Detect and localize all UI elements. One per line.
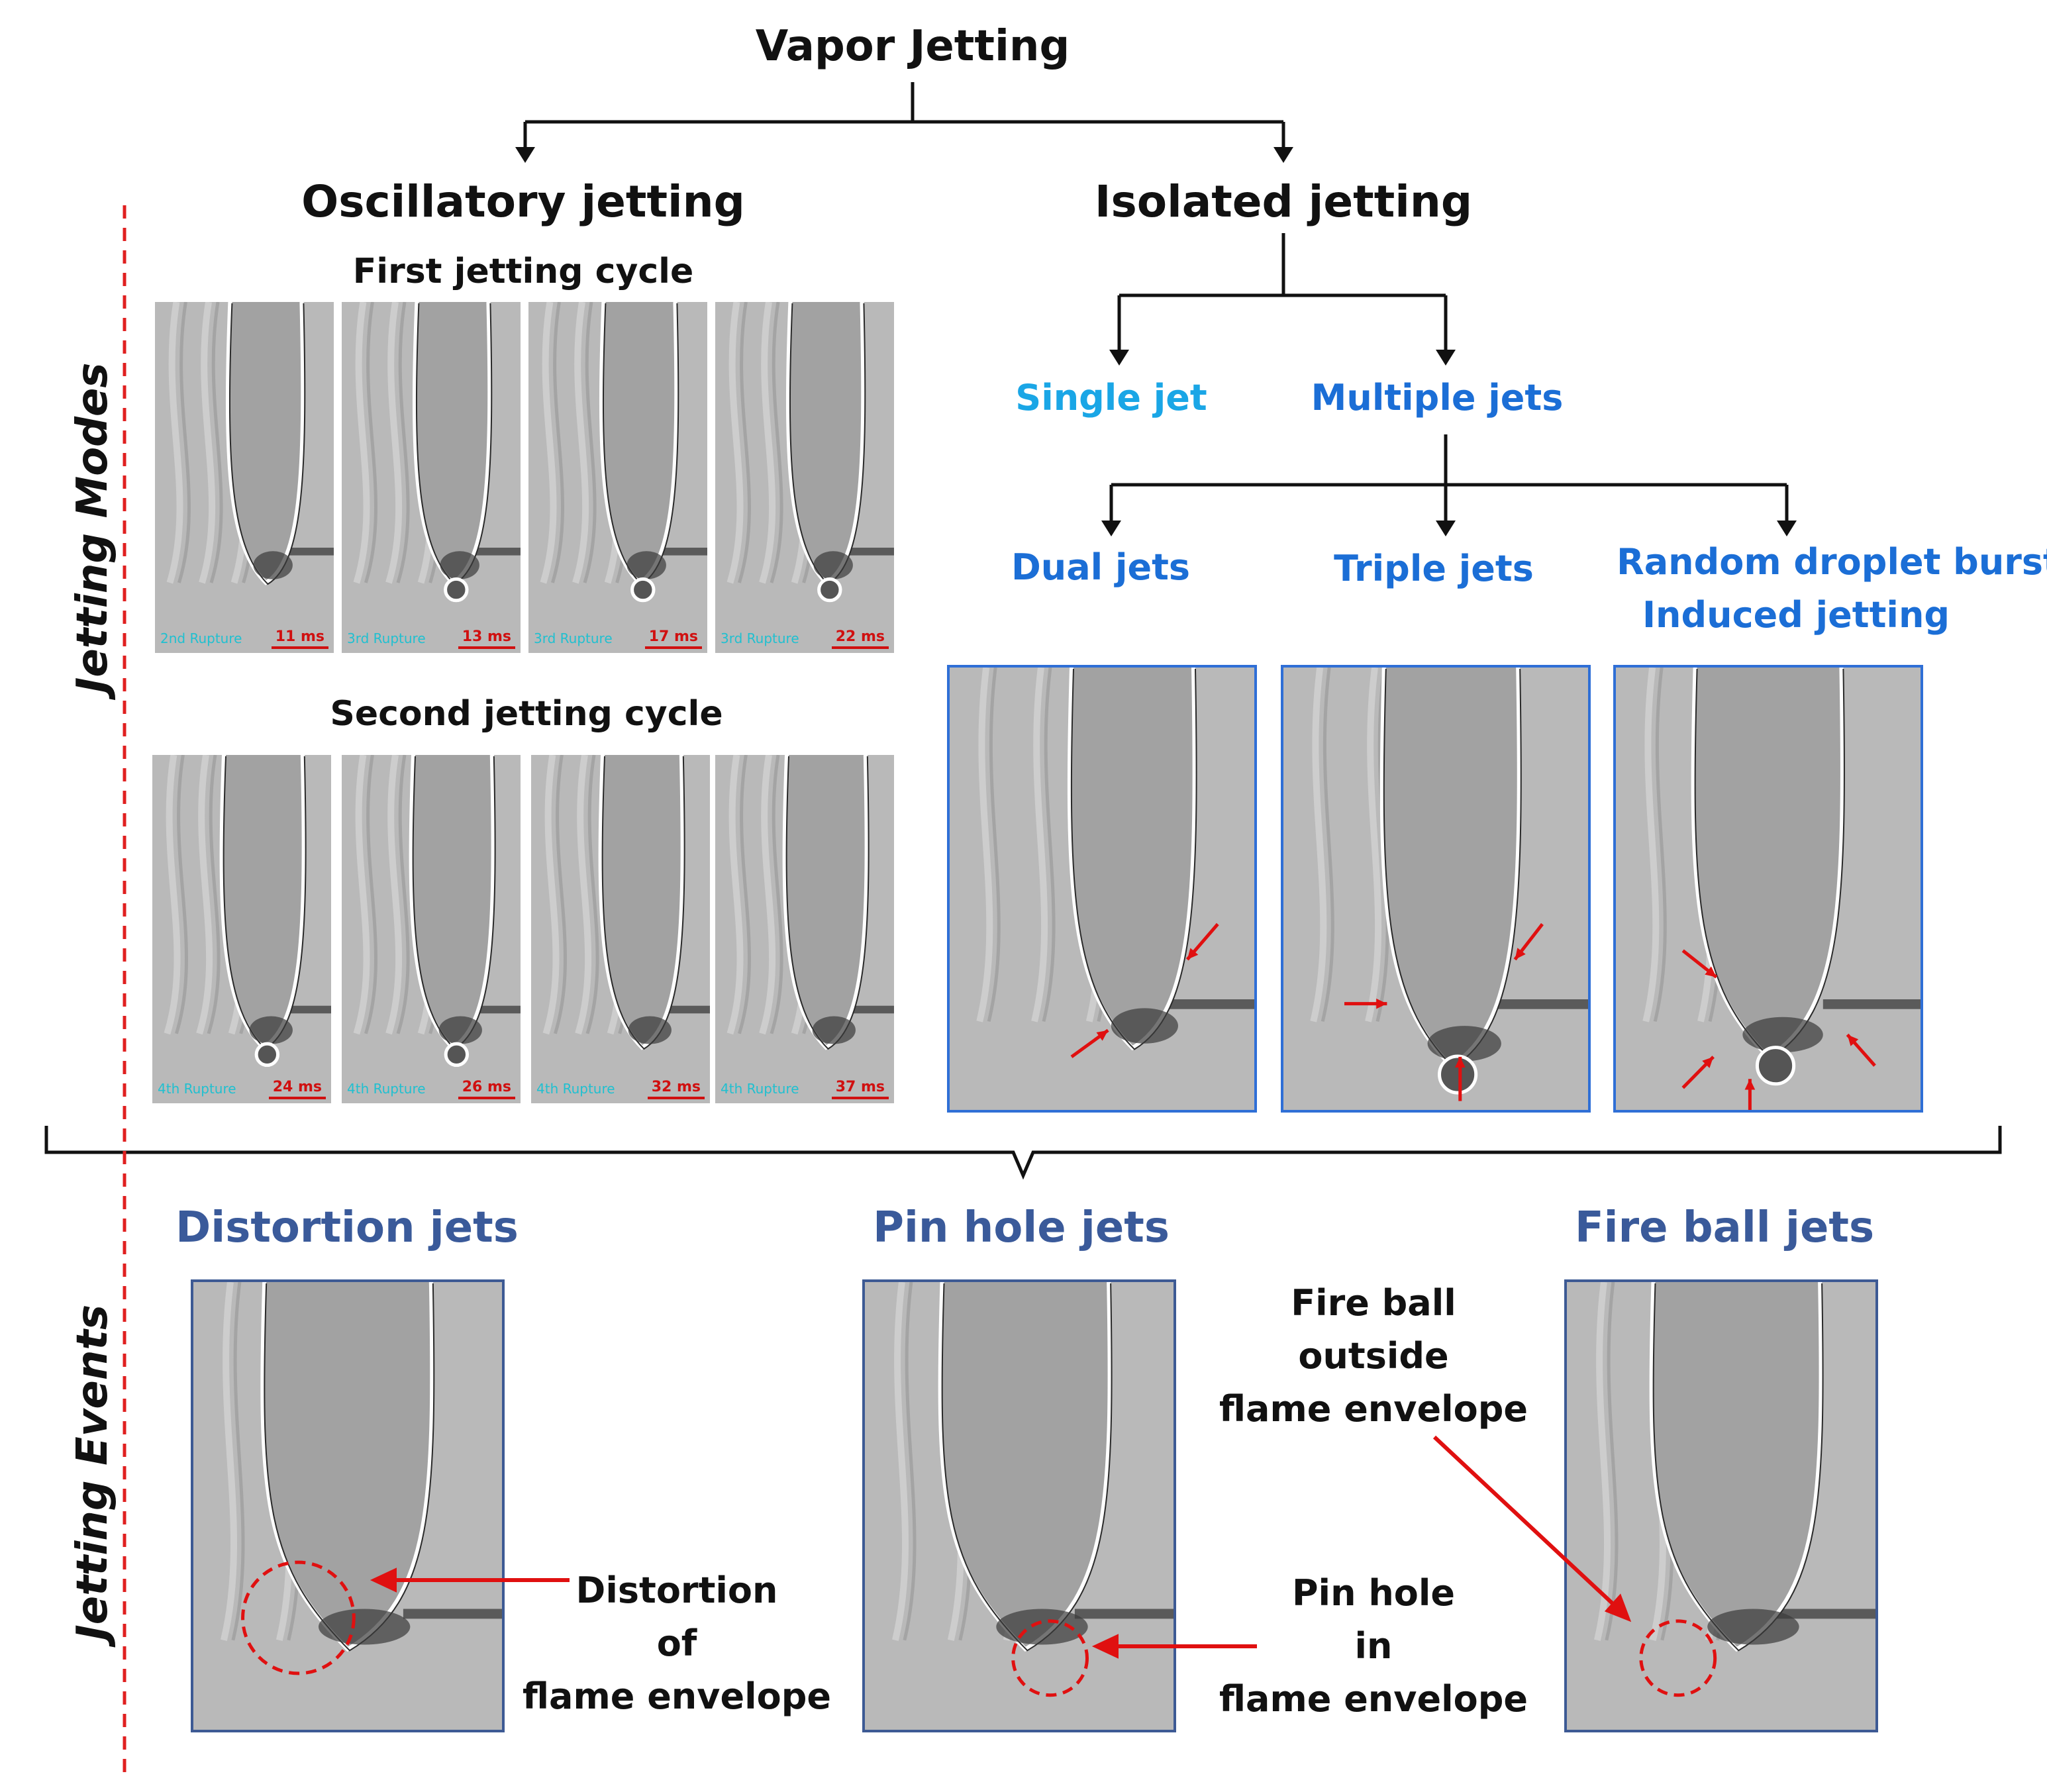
- second-cycle-frame: 4th Rupture 26 ms: [342, 755, 521, 1103]
- isolated-jetting-label: Isolated jetting: [1094, 176, 1473, 227]
- triple-jets-image: [1281, 665, 1591, 1113]
- single-jet-label: Single jet: [1015, 377, 1207, 419]
- time-caption: 11 ms: [271, 628, 329, 649]
- photo-drawing: [193, 1282, 502, 1730]
- dual-jets-image: [947, 665, 1257, 1113]
- photo-drawing: [342, 755, 521, 1103]
- time-caption: 13 ms: [458, 628, 516, 649]
- photo-drawing: [152, 755, 331, 1103]
- distortion-jets-image: [191, 1279, 505, 1732]
- time-caption: 17 ms: [644, 628, 703, 649]
- first-cycle-frame: 3rd Rupture 17 ms: [528, 302, 707, 653]
- random-burst-label-line1: Random droplet burst: [1617, 541, 2047, 583]
- fireball-jets-image: [1564, 1279, 1878, 1732]
- rupture-caption: 3rd Rupture: [534, 630, 613, 646]
- rupture-caption: 3rd Rupture: [347, 630, 426, 646]
- photo-drawing: [865, 1282, 1173, 1730]
- rupture-caption: 2nd Rupture: [160, 630, 242, 646]
- distortion-note: Distortion of flame envelope: [523, 1569, 831, 1717]
- pinhole-jets-label: Pin hole jets: [873, 1203, 1170, 1252]
- first-cycle-frame: 3rd Rupture 22 ms: [715, 302, 894, 653]
- jetting-events-label: Jetting Events: [68, 1304, 117, 1640]
- pinhole-note: Pin hole in flame envelope: [1219, 1572, 1528, 1720]
- photo-drawing: [1567, 1282, 1875, 1730]
- photo-drawing: [1283, 668, 1588, 1110]
- rupture-caption: 3rd Rupture: [721, 630, 799, 646]
- time-caption: 22 ms: [831, 628, 889, 649]
- photo-drawing: [950, 668, 1254, 1110]
- rupture-caption: 4th Rupture: [721, 1081, 799, 1097]
- random-burst-label-line2: Induced jetting: [1642, 594, 1950, 636]
- rupture-caption: 4th Rupture: [158, 1081, 236, 1097]
- multiple-jets-label: Multiple jets: [1311, 377, 1564, 419]
- rupture-caption: 4th Rupture: [347, 1081, 426, 1097]
- photo-drawing: [1616, 668, 1921, 1110]
- dual-jets-label: Dual jets: [1011, 546, 1191, 588]
- photo-drawing: [531, 755, 710, 1103]
- tree-connectors: [44, 82, 2002, 1180]
- second-cycle-label: Second jetting cycle: [330, 694, 723, 734]
- random-burst-image: [1613, 665, 1923, 1113]
- first-cycle-frame: 3rd Rupture 13 ms: [342, 302, 521, 653]
- photo-drawing: [155, 302, 334, 653]
- second-cycle-frame: 4th Rupture 37 ms: [715, 755, 894, 1103]
- time-caption: 37 ms: [831, 1079, 889, 1099]
- oscillatory-jetting-label: Oscillatory jetting: [301, 176, 745, 227]
- arrow-heads: [515, 147, 1797, 536]
- jetting-modes-label: Jetting Modes: [68, 362, 117, 693]
- pinhole-jets-image: [862, 1279, 1176, 1732]
- fireball-note: Fire ball outside flame envelope: [1219, 1282, 1528, 1430]
- distortion-jets-label: Distortion jets: [175, 1203, 519, 1252]
- diagram-title: Vapor Jetting: [755, 22, 1070, 71]
- time-caption: 24 ms: [268, 1079, 326, 1099]
- photo-drawing: [528, 302, 707, 653]
- rupture-caption: 4th Rupture: [536, 1081, 615, 1097]
- first-cycle-frame: 2nd Rupture 11 ms: [155, 302, 334, 653]
- fireball-jets-label: Fire ball jets: [1574, 1203, 1875, 1252]
- photo-drawing: [715, 755, 894, 1103]
- second-cycle-frame: 4th Rupture 32 ms: [531, 755, 710, 1103]
- time-caption: 26 ms: [458, 1079, 516, 1099]
- time-caption: 32 ms: [647, 1079, 705, 1099]
- photo-drawing: [342, 302, 521, 653]
- first-cycle-label: First jetting cycle: [352, 252, 694, 291]
- photo-drawing: [715, 302, 894, 653]
- second-cycle-frame: 4th Rupture 24 ms: [152, 755, 331, 1103]
- triple-jets-label: Triple jets: [1334, 548, 1534, 589]
